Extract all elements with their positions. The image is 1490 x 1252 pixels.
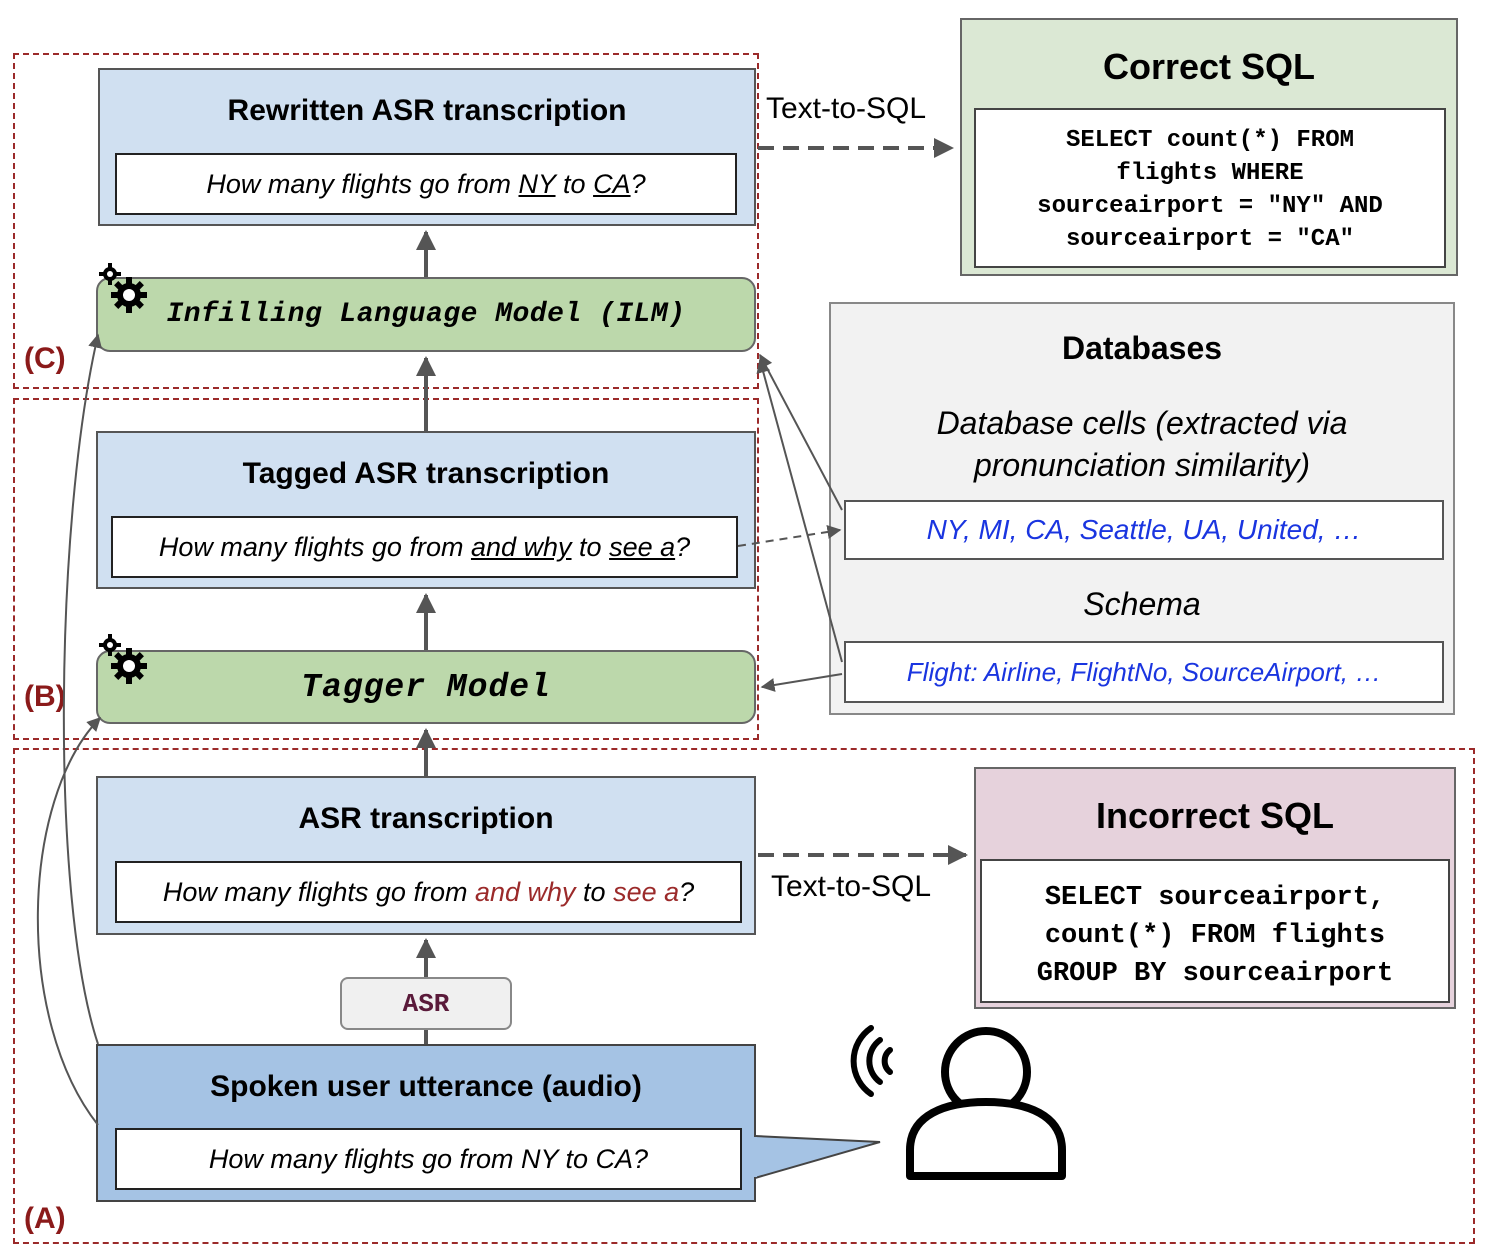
entity-and-why: and why bbox=[470, 531, 572, 562]
entity-see-a: see a bbox=[609, 531, 676, 562]
arrow-schema-to-ilm bbox=[756, 358, 843, 663]
sql-line: GROUP BY sourceairport bbox=[1036, 959, 1394, 989]
user-icon bbox=[906, 1027, 1066, 1180]
db-cells-caption-line1: Database cells (extracted via bbox=[936, 405, 1348, 441]
sql-line: count(*) FROM flights bbox=[1044, 921, 1386, 951]
asr-question: How many flights go from and why to see … bbox=[115, 861, 742, 923]
tagged-question: How many flights go from and why to see … bbox=[111, 516, 738, 578]
entity-ny: NY bbox=[518, 168, 556, 199]
arrow-tagged-to-cells bbox=[737, 525, 842, 547]
arrow-audio-to-tagger bbox=[36, 716, 101, 1126]
text-to-sql-label-top: Text-to-SQL bbox=[766, 92, 927, 125]
schema-text: Flight: Airline, FlightNo, SourceAirport… bbox=[906, 656, 1382, 687]
region-c-label: (C) bbox=[24, 342, 66, 375]
error-see-a: see a bbox=[613, 876, 680, 907]
speech-bubble-tail bbox=[754, 1134, 881, 1180]
question-text: ? bbox=[679, 876, 695, 907]
ilm-label: Infilling Language Model (ILM) bbox=[166, 299, 686, 330]
asr-title: ASR transcription bbox=[298, 802, 554, 835]
db-cells-text: NY, MI, CA, Seattle, UA, United, … bbox=[926, 514, 1362, 545]
incorrect-sql-code: SELECT sourceairport, count(*) FROM flig… bbox=[980, 859, 1450, 1003]
region-a-label: (A) bbox=[24, 1202, 66, 1235]
incorrect-sql-title: Incorrect SQL bbox=[1095, 795, 1335, 836]
entity-ca: CA bbox=[593, 168, 631, 199]
arrow-audio-to-ilm bbox=[62, 333, 102, 1045]
rewritten-transcription-box: Rewritten ASR transcription How many fli… bbox=[98, 68, 756, 226]
db-cells-caption: Database cells (extracted via pronunciat… bbox=[831, 402, 1453, 486]
region-b bbox=[13, 398, 759, 740]
rewritten-title: Rewritten ASR transcription bbox=[227, 94, 627, 127]
question-text: How many flights go from bbox=[158, 531, 471, 562]
asr-step: ASR bbox=[340, 977, 512, 1030]
region-c bbox=[13, 53, 759, 389]
sql-line: flights WHERE bbox=[1116, 160, 1304, 187]
databases-box: Databases Database cells (extracted via … bbox=[829, 302, 1455, 715]
schema-values: Flight: Airline, FlightNo, SourceAirport… bbox=[844, 641, 1444, 703]
sql-line: sourceairport = "CA" bbox=[1065, 226, 1355, 253]
correct-sql-box: Correct SQL SELECT count(*) FROM flights… bbox=[960, 18, 1458, 276]
question-text: ? bbox=[630, 168, 646, 199]
incorrect-sql-box: Incorrect SQL SELECT sourceairport, coun… bbox=[974, 767, 1456, 1009]
correct-sql-code: SELECT count(*) FROM flights WHERE sourc… bbox=[974, 108, 1446, 268]
tagged-transcription-box: Tagged ASR transcription How many flight… bbox=[96, 431, 756, 589]
sql-line: sourceairport = "NY" AND bbox=[1037, 193, 1383, 220]
question-text: to bbox=[575, 876, 614, 907]
asr-step-label: ASR bbox=[402, 988, 450, 1019]
sql-line: SELECT sourceairport, bbox=[1044, 883, 1386, 913]
correct-sql-title: Correct SQL bbox=[1102, 46, 1316, 87]
tagger-model: Tagger Model bbox=[96, 650, 756, 724]
question-text: to bbox=[555, 168, 594, 199]
sound-waves-icon bbox=[850, 1025, 893, 1097]
error-and-why: and why bbox=[474, 876, 576, 907]
question-text: ? bbox=[675, 531, 691, 562]
schema-title: Schema bbox=[1083, 586, 1201, 622]
gear-icon bbox=[99, 263, 147, 313]
tagger-label: Tagger Model bbox=[301, 668, 551, 706]
spoken-text: How many flights go from NY to CA? bbox=[208, 1143, 649, 1174]
region-b-label: (B) bbox=[24, 680, 66, 713]
question-text: to bbox=[571, 531, 610, 562]
db-cells-caption-line2: pronunciation similarity) bbox=[973, 447, 1311, 483]
arrow-cells-to-ilm bbox=[759, 353, 843, 511]
question-text: How many flights go from bbox=[162, 876, 475, 907]
arrow-schema-to-tagger bbox=[760, 673, 843, 692]
tagged-title: Tagged ASR transcription bbox=[242, 457, 610, 490]
db-cells-values: NY, MI, CA, Seattle, UA, United, … bbox=[844, 500, 1444, 560]
databases-title: Databases bbox=[1061, 330, 1223, 366]
text-to-sql-label-bottom: Text-to-SQL bbox=[771, 870, 932, 903]
gear-icon bbox=[99, 634, 147, 684]
rewritten-question: How many flights go from NY to CA? bbox=[115, 153, 737, 215]
spoken-utterance-box: Spoken user utterance (audio) How many f… bbox=[96, 1044, 756, 1202]
spoken-title: Spoken user utterance (audio) bbox=[210, 1070, 642, 1103]
asr-transcription-box: ASR transcription How many flights go fr… bbox=[96, 776, 756, 935]
ilm-model: Infilling Language Model (ILM) bbox=[96, 277, 756, 352]
spoken-question: How many flights go from NY to CA? bbox=[115, 1128, 742, 1190]
question-text: How many flights go from bbox=[206, 168, 519, 199]
region-a bbox=[13, 748, 1475, 1244]
sql-line: SELECT count(*) FROM bbox=[1065, 127, 1355, 154]
